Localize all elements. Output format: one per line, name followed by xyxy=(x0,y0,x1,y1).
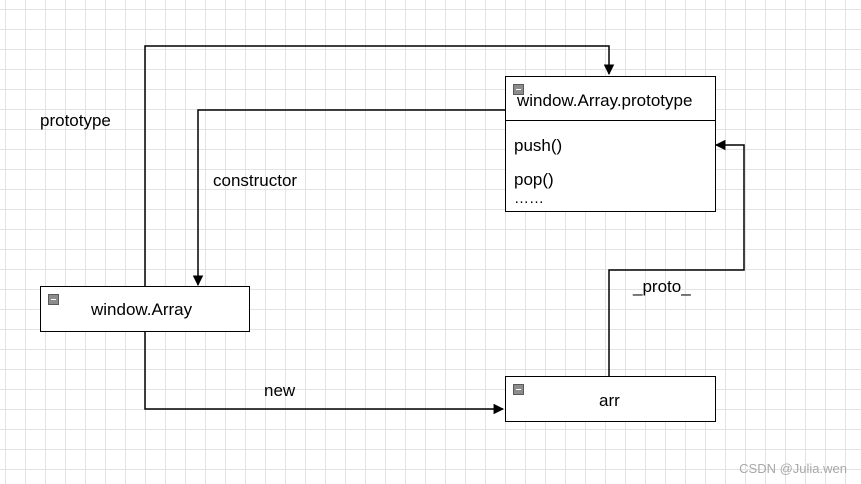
collapse-icon[interactable] xyxy=(48,294,59,305)
proto-label: _proto_ xyxy=(633,277,691,296)
prototype-label: prototype xyxy=(40,111,111,130)
constructor-arrow[interactable] xyxy=(192,109,505,287)
array-prototype-title: window.Array.prototype xyxy=(517,91,693,110)
proto-arrow[interactable] xyxy=(608,139,745,376)
box-divider xyxy=(506,120,715,121)
member-ellipsis: …… xyxy=(514,190,544,207)
window-array-title: window.Array xyxy=(91,300,193,319)
collapse-icon[interactable] xyxy=(513,84,524,95)
constructor-label: constructor xyxy=(213,171,298,190)
watermark: CSDN @Julia.wen xyxy=(739,461,847,476)
arr-box[interactable]: arr xyxy=(505,376,716,422)
member-pop: pop() xyxy=(514,170,554,189)
arr-title: arr xyxy=(599,391,620,410)
array-prototype-box[interactable]: window.Array.prototype push() pop() …… xyxy=(505,76,716,212)
new-label: new xyxy=(264,381,296,400)
new-arrow[interactable] xyxy=(144,331,505,415)
collapse-icon[interactable] xyxy=(513,384,524,395)
member-push: push() xyxy=(514,136,563,155)
window-array-box[interactable]: window.Array xyxy=(40,286,250,332)
prototype-arrow[interactable] xyxy=(144,45,615,286)
